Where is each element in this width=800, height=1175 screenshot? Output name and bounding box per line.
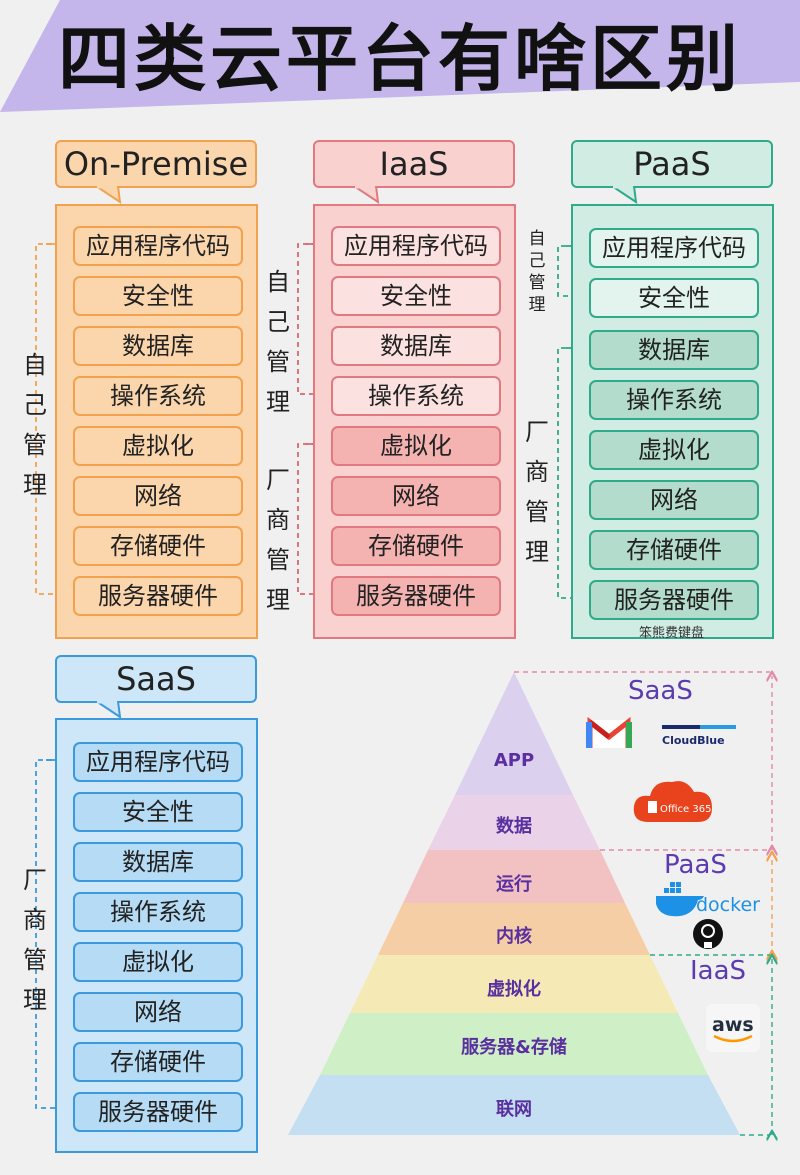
pyramid	[288, 672, 740, 1135]
onprem-layer-server: 服务器硬件	[73, 576, 243, 616]
saas-layer-storage: 存储硬件	[73, 1042, 243, 1082]
pyramid-label-kernel: 内核	[496, 926, 532, 947]
iaas-panel: 应用程序代码 安全性 数据库 操作系统 虚拟化 网络 存储硬件 服务器硬件	[313, 204, 516, 639]
iaas-layer-virtualization: 虚拟化	[331, 426, 501, 466]
office365-text: Office 365	[660, 804, 711, 815]
paas-header: PaaS	[571, 140, 773, 188]
pyramid-paas-label: PaaS	[664, 850, 727, 880]
paas-header-tail	[612, 186, 638, 204]
docker-text: docker	[696, 894, 760, 916]
pyramid-layer-virtualization	[350, 955, 678, 1013]
onprem-panel: 应用程序代码 安全性 数据库 操作系统 虚拟化 网络 存储硬件 服务器硬件	[55, 204, 258, 639]
onprem-layer-virtualization: 虚拟化	[73, 426, 243, 466]
saas-vendor-bracket	[35, 759, 70, 1108]
pyramid-layer-network	[288, 1075, 740, 1135]
pyramid-label-server-storage: 服务器&存储	[461, 1037, 567, 1058]
onprem-self-label: 自己管理	[23, 351, 47, 499]
paas-layer-network: 网络	[589, 480, 759, 520]
saas-header: SaaS	[55, 655, 257, 703]
cloudblue-logo: CloudBlue	[662, 725, 736, 747]
pyramid-label-data: 数据	[496, 816, 532, 837]
iaas-vendor-label: 厂商管理	[266, 466, 290, 614]
pyramid-layer-kernel	[378, 903, 650, 955]
pyramid-layer-runtime	[403, 850, 625, 903]
paas-layer-os: 操作系统	[589, 380, 759, 420]
onprem-layer-storage: 存储硬件	[73, 526, 243, 566]
paas-header-label: PaaS	[633, 145, 711, 183]
title-banner	[0, 0, 800, 112]
aws-logo: aws	[706, 1004, 760, 1052]
onprem-header-label: On-Premise	[63, 145, 249, 183]
paas-panel: 应用程序代码 安全性 数据库 操作系统 虚拟化 网络 存储硬件 服务器硬件 笨熊…	[571, 204, 774, 641]
saas-panel: 应用程序代码 安全性 数据库 操作系统 虚拟化 网络 存储硬件 服务器硬件	[55, 718, 258, 1153]
paas-layer-database: 数据库	[589, 330, 759, 370]
onprem-layer-database: 数据库	[73, 326, 243, 366]
saas-layer-server: 服务器硬件	[73, 1092, 243, 1132]
iaas-header-tail	[354, 186, 380, 204]
pyramid-iaas-label: IaaS	[690, 956, 747, 986]
pyramid-layer-data	[428, 795, 600, 850]
saas-layer-app: 应用程序代码	[73, 742, 243, 782]
iaas-layer-server: 服务器硬件	[331, 576, 501, 616]
gmail-icon	[586, 716, 632, 748]
page-title: 四类云平台有啥区别	[57, 17, 742, 101]
onprem-layer-security: 安全性	[73, 276, 243, 316]
iaas-layer-app: 应用程序代码	[331, 226, 501, 266]
iaas-layer-os: 操作系统	[331, 376, 501, 416]
onprem-header: On-Premise	[55, 140, 257, 188]
onprem-bracket	[35, 243, 70, 594]
pyramid-label-app: APP	[493, 750, 535, 771]
iaas-layer-security: 安全性	[331, 276, 501, 316]
office365-logo: Office 365	[633, 781, 712, 822]
iaas-layer-storage: 存储硬件	[331, 526, 501, 566]
pyramid-label-network: 联网	[496, 1099, 532, 1120]
paas-layer-app: 应用程序代码	[589, 228, 759, 268]
iaas-header-label: IaaS	[379, 145, 449, 183]
docker-logo: docker	[656, 882, 760, 917]
pyramid-label-runtime: 运行	[496, 874, 532, 895]
onprem-layer-os: 操作系统	[73, 376, 243, 416]
paas-self-label: 自己管理	[528, 229, 546, 315]
saas-layer-os: 操作系统	[73, 892, 243, 932]
paas-layer-virtualization: 虚拟化	[589, 430, 759, 470]
aws-text: aws	[712, 1014, 754, 1036]
github-icon	[693, 919, 723, 949]
saas-layer-database: 数据库	[73, 842, 243, 882]
paas-layer-server: 服务器硬件	[589, 580, 759, 620]
banner-shape	[0, 0, 800, 112]
paas-layer-storage: 存储硬件	[589, 530, 759, 570]
saas-header-label: SaaS	[116, 660, 196, 698]
onprem-header-tail	[96, 186, 122, 204]
pyramid-label-virtualization: 虚拟化	[487, 979, 541, 1000]
saas-layer-network: 网络	[73, 992, 243, 1032]
paas-vendor-label: 厂商管理	[525, 418, 549, 566]
cloudblue-text: CloudBlue	[662, 734, 725, 747]
pyramid-layer-server-storage	[320, 1013, 708, 1075]
iaas-self-label: 自己管理	[266, 268, 290, 416]
onprem-layer-app: 应用程序代码	[73, 226, 243, 266]
iaas-layer-database: 数据库	[331, 326, 501, 366]
paas-layer-security: 安全性	[589, 278, 759, 318]
watermark: 笨熊费键盘	[639, 626, 705, 641]
saas-layer-security: 安全性	[73, 792, 243, 832]
pyramid-layer-app	[455, 672, 573, 795]
pyramid-saas-label: SaaS	[628, 676, 693, 706]
saas-header-tail	[96, 701, 122, 719]
saas-vendor-label: 厂商管理	[23, 866, 47, 1014]
saas-layer-virtualization: 虚拟化	[73, 942, 243, 982]
iaas-layer-network: 网络	[331, 476, 501, 516]
iaas-header: IaaS	[313, 140, 515, 188]
onprem-layer-network: 网络	[73, 476, 243, 516]
